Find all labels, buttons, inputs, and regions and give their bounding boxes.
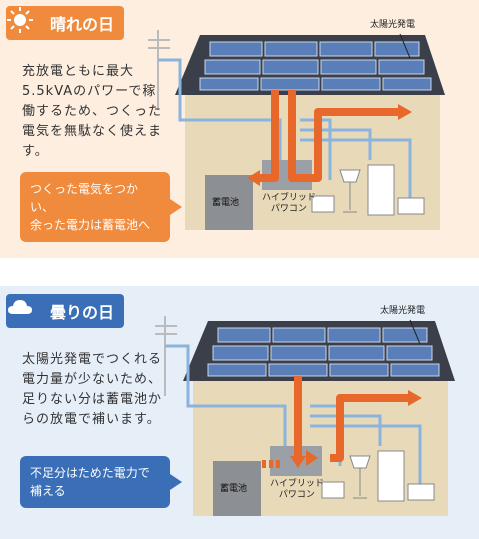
fridge-appliance xyxy=(377,450,405,502)
solar-panel-array xyxy=(199,41,432,91)
wiring xyxy=(158,58,412,200)
arrow-head-house xyxy=(408,390,422,406)
power-flow-arrows xyxy=(262,376,410,468)
lamp-appliance xyxy=(339,169,361,213)
cloudy-description: 太陽光発電でつくれる電力量が少ないため、足りない分は蓄電池からの放電で補います。 xyxy=(22,352,163,427)
cloudy-panel: 曇りの日 太陽光発電でつくれる電力量が少ないため、足りない分は蓄電池からの放電で… xyxy=(0,286,479,539)
microwave-appliance xyxy=(407,483,435,501)
sunny-callout: つくった電気をつかい、 余った電力は蓄電池へ xyxy=(20,172,182,242)
sun-icon xyxy=(7,7,42,37)
sunny-hybrid-label-1: ハイブリッド xyxy=(262,193,316,203)
cloudy-title: 曇りの日 xyxy=(50,303,115,322)
sunny-callout-line1: つくった電気をつかい、 xyxy=(30,182,139,214)
sunny-hybrid-label-2: パワコン xyxy=(270,204,307,214)
sunny-title: 晴れの日 xyxy=(50,15,115,34)
sunny-solar-label: 太陽光発電 xyxy=(370,20,416,30)
power-flow-arrows xyxy=(258,90,400,182)
flow-to-house xyxy=(288,90,400,182)
cloudy-tag: 曇りの日 xyxy=(6,294,125,328)
cloudy-hybrid-label-2: パワコン xyxy=(278,490,315,500)
utility-pole xyxy=(148,30,170,110)
fridge-appliance xyxy=(367,164,395,216)
arrow-head-battery xyxy=(247,170,260,186)
cloudy-hybrid-label-1: ハイブリッド xyxy=(270,479,324,489)
sunny-panel: 晴れの日 充放電ともに最大5.5kVAのパワーで稼働するため、つくった電気を無駄… xyxy=(0,0,479,258)
cloud-icon xyxy=(8,297,42,325)
cloudy-callout-line1: 不足分はためた電力で xyxy=(30,466,150,480)
cloudy-callout-line2: 補える xyxy=(30,484,66,498)
flow-to-battery xyxy=(258,90,279,182)
battery-unit xyxy=(213,461,261,516)
cloudy-solar-label: 太陽光発電 xyxy=(380,306,426,316)
solar-panel-array xyxy=(207,327,440,377)
sunny-hybrid-label: ハイブリッド パワコン xyxy=(262,193,316,215)
cloudy-callout: 不足分はためた電力で 補える xyxy=(20,456,182,508)
arrow-head-solar xyxy=(290,456,306,468)
tv-appliance xyxy=(321,481,345,499)
lamp-appliance xyxy=(349,455,371,499)
arrow-head-house xyxy=(398,104,412,120)
sunny-tag: 晴れの日 xyxy=(6,6,125,40)
sunny-callout-line2: 余った電力は蓄電池へ xyxy=(30,218,151,232)
cloudy-diagram xyxy=(0,286,479,539)
cloudy-battery-label: 蓄電池 xyxy=(220,484,248,494)
cloudy-hybrid-label: ハイブリッド パワコン xyxy=(270,479,324,501)
sunny-battery-label: 蓄電池 xyxy=(212,198,240,208)
tv-appliance xyxy=(311,195,335,213)
sunny-description: 充放電ともに最大5.5kVAのパワーで稼働するため、つくった電気を無駄なく使えま… xyxy=(22,64,163,159)
flow-to-house xyxy=(330,394,410,462)
arrow-head-merge xyxy=(306,450,318,466)
battery-unit xyxy=(205,175,253,230)
microwave-appliance xyxy=(397,197,425,215)
utility-pole xyxy=(155,316,177,396)
